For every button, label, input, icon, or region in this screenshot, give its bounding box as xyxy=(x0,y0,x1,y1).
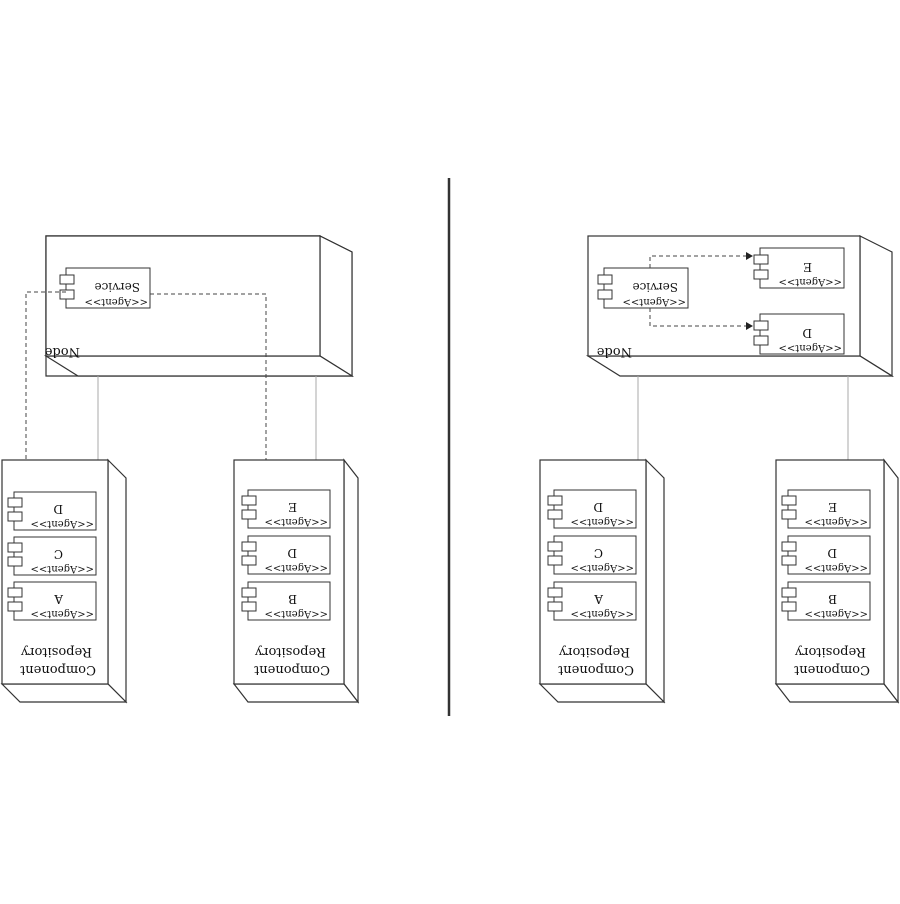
component-stereotype: <<Agent>> xyxy=(264,608,328,619)
component-agent: E <<Agent>> xyxy=(781,489,871,529)
component-name: D xyxy=(802,326,812,340)
component-name: A xyxy=(54,592,64,606)
component-name: E xyxy=(828,500,837,514)
component-stereotype: <<Agent>> xyxy=(804,608,868,619)
repository-label: Component xyxy=(557,662,634,677)
component-name: C xyxy=(594,546,603,560)
component-stereotype: <<Agent>> xyxy=(84,296,148,307)
repository-label: Component xyxy=(19,662,96,677)
component-name: D xyxy=(287,546,297,560)
dependency-arrow xyxy=(22,291,66,491)
repository-box: Repository Component E <<Agent>> D <<Age… xyxy=(232,458,360,704)
dependency-arrow xyxy=(649,252,753,268)
component-stereotype: <<Agent>> xyxy=(264,516,328,527)
component-agent: B <<Agent>> xyxy=(781,581,871,621)
component-name: D xyxy=(827,546,837,560)
component-name: E xyxy=(803,260,812,274)
component-stereotype: <<Agent>> xyxy=(778,276,842,287)
component-name: D xyxy=(53,502,63,516)
dependency-arrow xyxy=(649,308,753,330)
component-name: C xyxy=(54,547,63,561)
right-panel: Node Service <<Agent>> E <<Agent>> xyxy=(538,235,900,704)
component-name: Service xyxy=(633,280,679,294)
component-name: E xyxy=(288,500,297,514)
component-agent: D <<Agent>> xyxy=(753,313,845,355)
component-stereotype: <<Agent>> xyxy=(778,342,842,353)
node-label: Node xyxy=(44,344,80,359)
component-name: B xyxy=(828,592,837,606)
component-agent: E <<Agent>> xyxy=(241,489,331,529)
component-agent: E <<Agent>> xyxy=(753,247,845,289)
repository-label: Component xyxy=(793,662,870,677)
component-stereotype: <<Agent>> xyxy=(570,562,634,573)
repository-box: Repository Component D <<Agent>> C <<Age… xyxy=(0,458,128,704)
repository-label: Repository xyxy=(254,644,326,659)
component-stereotype: <<Agent>> xyxy=(30,608,94,619)
dependency-arrow xyxy=(150,293,270,491)
component-name: D xyxy=(593,500,603,514)
component-agent: B <<Agent>> xyxy=(241,581,331,621)
repository-box: Repository Component D <<Agent>> C <<Age… xyxy=(538,458,666,704)
component-stereotype: <<Agent>> xyxy=(804,562,868,573)
component-name: B xyxy=(288,592,297,606)
repository-box: Repository Component E <<Agent>> D <<Age… xyxy=(774,458,900,704)
component-service: Service <<Agent>> xyxy=(597,267,689,309)
repository-label: Component xyxy=(253,662,330,677)
component-stereotype: <<Agent>> xyxy=(264,562,328,573)
component-agent: A <<Agent>> xyxy=(547,581,637,621)
component-agent: C <<Agent>> xyxy=(7,536,97,576)
component-agent: D <<Agent>> xyxy=(781,535,871,575)
component-stereotype: <<Agent>> xyxy=(804,516,868,527)
component-name: A xyxy=(594,592,604,606)
component-stereotype: <<Agent>> xyxy=(30,563,94,574)
component-agent: D <<Agent>> xyxy=(7,491,97,531)
component-service: Service <<Agent>> xyxy=(59,267,151,309)
repository-label: Repository xyxy=(20,644,92,659)
left-panel: Node Service <<Agent>> xyxy=(0,235,360,704)
repository-label: Repository xyxy=(558,644,630,659)
component-stereotype: <<Agent>> xyxy=(30,518,94,529)
component-stereotype: <<Agent>> xyxy=(570,516,634,527)
component-agent: A <<Agent>> xyxy=(7,581,97,621)
component-stereotype: <<Agent>> xyxy=(570,608,634,619)
component-agent: C <<Agent>> xyxy=(547,535,637,575)
node-label: Node xyxy=(596,344,632,359)
node-box: Node Service <<Agent>> xyxy=(43,235,355,378)
repository-label: Repository xyxy=(794,644,866,659)
component-name: Service xyxy=(95,280,141,294)
component-agent: D <<Agent>> xyxy=(547,489,637,529)
component-agent: D <<Agent>> xyxy=(241,535,331,575)
component-stereotype: <<Agent>> xyxy=(622,296,686,307)
node-box: Node Service <<Agent>> E <<Agent>> xyxy=(585,235,895,378)
